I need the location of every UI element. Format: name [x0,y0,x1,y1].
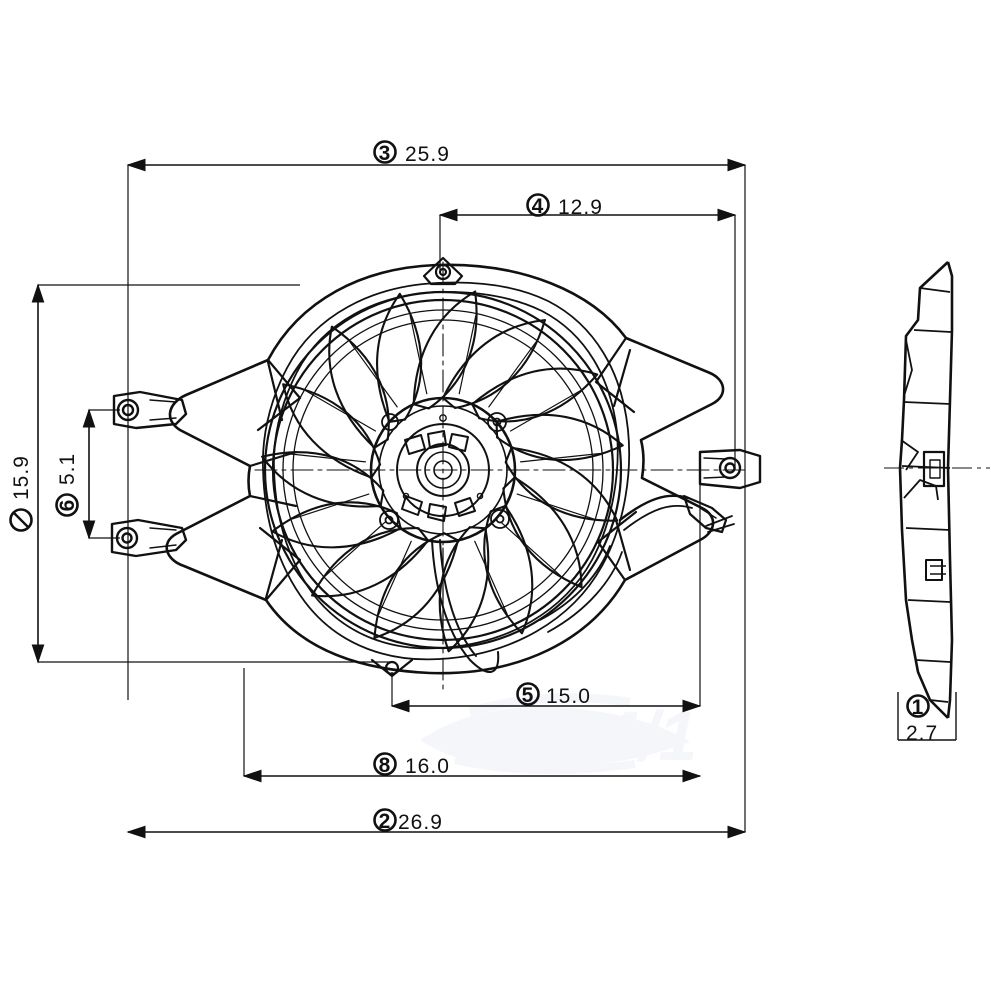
callout-1-group: 1 2.7 [906,694,938,745]
callout-3-group: 3 25.9 [373,140,450,166]
callout-4-group: 4 12.9 [526,193,603,219]
callout-2-group: 2 26.9 [373,808,443,834]
callout-5-group: 5 15.0 [516,682,591,708]
dimension-text-15-0: 15.0 [546,685,591,708]
balloon-2-icon [373,808,397,832]
side-profile-view [884,261,990,719]
balloon-1-number: 1 [912,696,925,719]
dimline-15-9 [31,283,390,664]
callout-diameter-group: 15.9 [9,455,33,532]
wire-loop [431,539,500,673]
dimline-26-9 [126,470,747,839]
front-view [110,256,762,691]
dimension-text-16-0: 16.0 [405,755,450,778]
side-connector [925,559,946,581]
balloon-4-number: 4 [532,195,545,218]
dimline-25-9 [126,158,747,700]
dimension-text-12-9: 12.9 [558,196,603,219]
hub-vent-slots [401,430,476,522]
callout-8-group: 8 16.0 [373,752,450,778]
balloon-8-number: 8 [379,754,392,777]
balloon-3-icon [373,140,397,164]
dimline-12-9 [438,208,737,470]
hub-centerlines [254,261,746,691]
dimline-2-7 [897,692,957,741]
diameter-symbol-icon [9,508,33,532]
hub-bolt-pads [379,412,510,530]
dimension-text-26-9: 26.9 [398,811,443,834]
dimension-text-5-1: 5.1 [56,453,79,485]
dimension-text-2-7: 2.7 [906,722,938,745]
balloon-2-number: 2 [379,810,392,833]
fan-shroud-outline [165,263,725,675]
balloon-8-icon [373,752,397,776]
balloon-1-icon [906,694,930,718]
diameter-slash-icon [12,511,30,529]
svg-text:4/1: 4/1 [598,697,697,775]
balloon-3-number: 3 [379,142,392,165]
hub-pin-b [476,492,484,500]
balloon-5-number: 5 [522,684,535,707]
balloon-6-icon [55,493,79,517]
electrical-connector [618,494,735,534]
dimline-15-0 [390,470,702,713]
hub-pin-a [402,492,410,500]
dimline-16-0 [242,668,702,783]
shroud-lower-skirt [539,545,623,633]
balloon-6-number: 6 [56,499,79,512]
dimension-lines [31,158,957,839]
dimension-text-15-9: 15.9 [10,455,33,500]
dimension-text-25-9: 25.9 [405,143,450,166]
dimline-5-1 [82,408,120,540]
balloon-5-icon [516,682,540,706]
side-internal-ribs [900,287,952,703]
callout-6-group: 6 5.1 [55,453,79,517]
balloon-4-icon [526,193,550,217]
side-mount-boss [922,450,946,488]
